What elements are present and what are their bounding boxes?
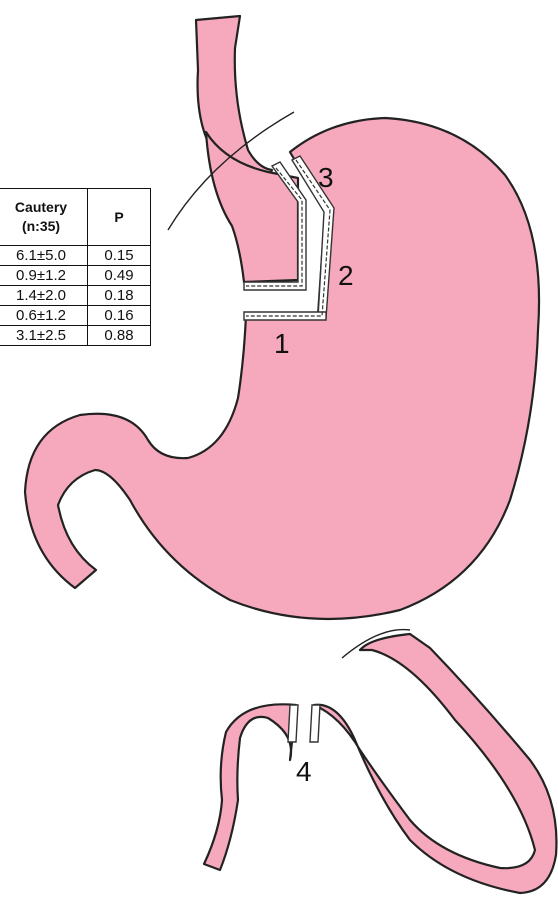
staple-end-right xyxy=(310,705,320,742)
header-cautery: Cautery(n:35) xyxy=(0,189,88,246)
p-value: 0.18 xyxy=(88,286,151,306)
region-label-1: 1 xyxy=(274,330,290,358)
region-label-3: 3 xyxy=(318,164,334,192)
cautery-value: 0.9±1.2 xyxy=(0,266,88,286)
staple-end-left xyxy=(288,705,298,742)
p-value: 0.49 xyxy=(88,266,151,286)
header-p: P xyxy=(88,189,151,246)
region-label-2: 2 xyxy=(338,262,354,290)
region-label-4: 4 xyxy=(296,758,312,786)
small-bowel-right xyxy=(314,634,556,893)
table-row: 6.1±5.0 0.15 xyxy=(0,246,151,266)
table-row: 1.4±2.0 0.18 xyxy=(0,286,151,306)
table-row: 0.6±1.2 0.16 xyxy=(0,306,151,326)
small-bowel-left xyxy=(204,704,296,870)
cautery-value: 3.1±2.5 xyxy=(0,326,88,346)
cautery-value: 1.4±2.0 xyxy=(0,286,88,306)
results-table: Cautery(n:35) P 6.1±5.0 0.15 0.9±1.2 0.4… xyxy=(0,188,151,346)
p-value: 0.15 xyxy=(88,246,151,266)
table-row: 0.9±1.2 0.49 xyxy=(0,266,151,286)
p-value: 0.88 xyxy=(88,326,151,346)
table-row: 3.1±2.5 0.88 xyxy=(0,326,151,346)
p-value: 0.16 xyxy=(88,306,151,326)
cautery-value: 0.6±1.2 xyxy=(0,306,88,326)
cautery-value: 6.1±5.0 xyxy=(0,246,88,266)
